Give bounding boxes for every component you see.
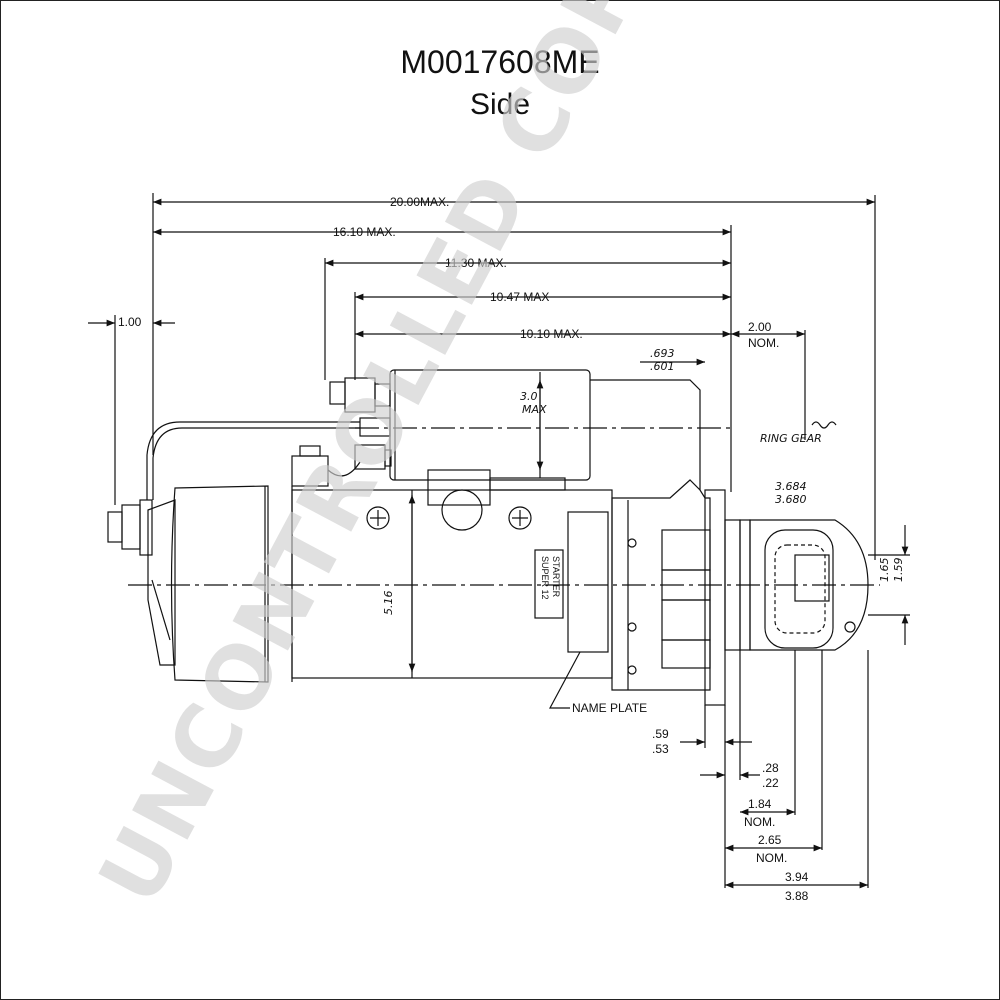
ring-gear-label: RING GEAR bbox=[760, 432, 822, 445]
dim-flange-top: .59 bbox=[652, 727, 669, 741]
rear-terminal-nut bbox=[107, 511, 123, 543]
dim-motor-dia: 5.16 bbox=[382, 591, 395, 616]
dim-gear-offset-nom: NOM. bbox=[748, 336, 779, 350]
dim-sol-tol-top: .693 bbox=[650, 347, 675, 360]
nose-housing bbox=[749, 519, 869, 651]
view-subtitle: Side bbox=[469, 88, 531, 121]
uncontrolled-copy-watermark: UNCONTROLLED COPY bbox=[80, 0, 691, 920]
pinion bbox=[764, 529, 834, 649]
dim-pilot-dia-top: 3.684 bbox=[775, 480, 807, 493]
rear-bracket bbox=[147, 499, 176, 666]
name-plate-leader bbox=[548, 651, 581, 709]
dim-265: 2.65 bbox=[758, 833, 782, 847]
part-number-title: M0017608ME bbox=[400, 44, 600, 80]
name-plate-label: NAME PLATE bbox=[572, 701, 647, 715]
nameplate-text-1: SUPER 12 bbox=[540, 556, 550, 600]
dim-pinion-dia-bottom: 1.59 bbox=[892, 558, 905, 583]
mounting-flange bbox=[704, 489, 726, 706]
dim-solenoid-length: 10.10 MAX. bbox=[520, 327, 583, 341]
dim-body-length: 16.10 MAX. bbox=[333, 225, 396, 239]
dim-to-solenoid: 10.47 MAX bbox=[490, 290, 549, 304]
dim-overall: 20.00MAX. bbox=[390, 195, 449, 209]
dim-pinion-dia-top: 1.65 bbox=[878, 558, 891, 583]
dim-solenoid-dia: 3.0 bbox=[520, 390, 538, 403]
dim-394-bottom: 3.88 bbox=[785, 889, 809, 903]
dim-394-top: 3.94 bbox=[785, 870, 809, 884]
dim-pilot-dia-bottom: 3.680 bbox=[775, 493, 807, 506]
dim-flange-bottom: .53 bbox=[652, 742, 669, 756]
dim-gear-offset: 2.00 bbox=[748, 320, 772, 334]
nameplate-text-2: STARTER bbox=[551, 556, 561, 598]
name-plate bbox=[567, 511, 609, 653]
dim-solenoid-dia-max: MAX bbox=[522, 403, 547, 416]
dim-gap-top: .28 bbox=[762, 761, 779, 775]
cable bbox=[146, 421, 360, 500]
dim-265-nom: NOM. bbox=[756, 851, 787, 865]
ring-gear-mark bbox=[811, 421, 837, 429]
dim-184-nom: NOM. bbox=[744, 815, 775, 829]
dim-184: 1.84 bbox=[748, 797, 772, 811]
screw bbox=[366, 506, 390, 530]
dim-sol-tol-bottom: .601 bbox=[650, 360, 675, 373]
screw bbox=[508, 506, 532, 530]
dim-gap-bottom: .22 bbox=[762, 776, 779, 790]
dim-to-terminal: 11.30 MAX. bbox=[445, 256, 507, 270]
dim-rear-offset: 1.00 bbox=[118, 315, 142, 329]
solenoid-mount bbox=[427, 469, 491, 506]
rear-end-cap bbox=[170, 485, 269, 683]
solenoid-terminal-mid bbox=[359, 417, 391, 437]
